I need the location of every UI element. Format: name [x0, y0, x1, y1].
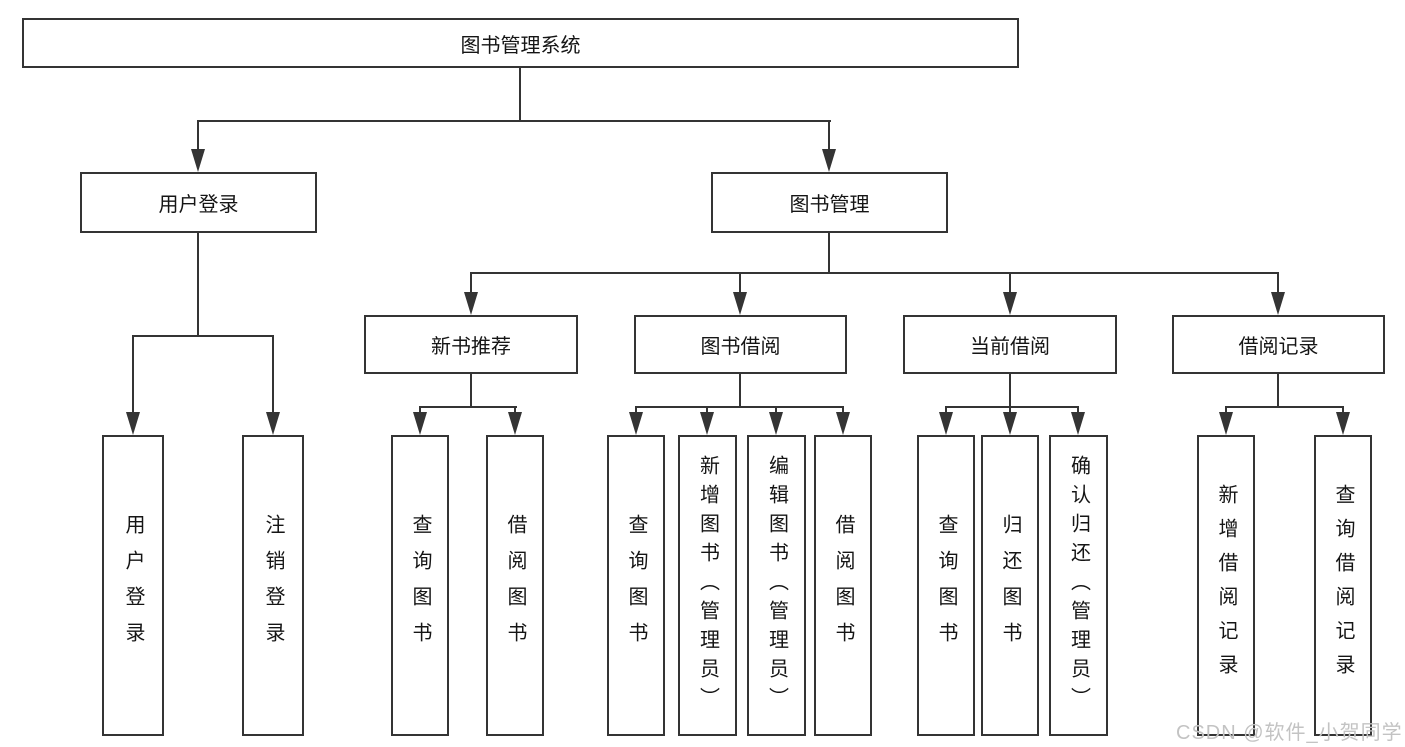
connector-root-trunk — [519, 68, 521, 120]
leaf-query-borrow-record-label: 查询借阅记录 — [1332, 483, 1354, 688]
connector-userlogin-stub — [272, 335, 274, 414]
connector-records-stub — [1342, 406, 1344, 414]
node-book-management: 图书管理 — [711, 172, 948, 233]
arrow-down-icon — [1071, 412, 1085, 435]
leaf-borrow-books-label: 借阅图书 — [832, 513, 854, 658]
arrow-down-icon — [769, 412, 783, 435]
leaf-edit-books-admin-label: 编辑图书（管理员） — [765, 455, 788, 716]
node-borrow-records: 借阅记录 — [1172, 315, 1385, 374]
leaf-add-books-admin: 新增图书（管理员） — [678, 435, 737, 736]
connector-bookmgmt-stub — [739, 272, 741, 294]
leaf-add-books-admin-label: 新增图书（管理员） — [696, 455, 719, 716]
leaf-borrow-books-recommend: 借阅图书 — [486, 435, 544, 736]
arrow-down-icon — [939, 412, 953, 435]
node-book-management-label: 图书管理 — [789, 194, 870, 216]
arrow-down-icon — [1219, 412, 1233, 435]
connector-newbook-trunk — [470, 374, 472, 406]
connector-borrow-bar — [635, 406, 844, 408]
leaf-add-borrow-record-label: 新增借阅记录 — [1215, 483, 1237, 688]
connector-root-stub-right — [828, 120, 830, 151]
leaf-borrow-books-recommend-label: 借阅图书 — [504, 513, 526, 658]
arrow-down-icon — [1003, 412, 1017, 435]
connector-userlogin-trunk — [197, 233, 199, 335]
node-user-login: 用户登录 — [80, 172, 317, 233]
node-book-borrow-label: 图书借阅 — [700, 336, 781, 358]
arrow-down-icon — [1336, 412, 1350, 435]
connector-borrow-stub — [706, 406, 708, 414]
node-borrow-records-label: 借阅记录 — [1238, 336, 1319, 358]
arrow-down-icon — [1003, 292, 1017, 315]
connector-newbook-stub — [419, 406, 421, 414]
arrow-down-icon — [266, 412, 280, 435]
connector-current-trunk — [1009, 374, 1011, 406]
arrow-down-icon — [1271, 292, 1285, 315]
leaf-query-books-recommend: 查询图书 — [391, 435, 449, 736]
arrow-down-icon — [508, 412, 522, 435]
connector-borrow-trunk — [739, 374, 741, 406]
connector-records-trunk — [1277, 374, 1279, 406]
arrow-down-icon — [413, 412, 427, 435]
connector-current-stub — [1077, 406, 1079, 414]
connector-userlogin-bar — [132, 335, 274, 337]
arrow-down-icon — [700, 412, 714, 435]
leaf-return-books: 归还图书 — [981, 435, 1039, 736]
node-current-borrow: 当前借阅 — [903, 315, 1117, 374]
connector-bookmgmt-stub — [1277, 272, 1279, 294]
node-current-borrow-label: 当前借阅 — [970, 336, 1050, 358]
arrow-down-icon — [822, 149, 836, 172]
node-new-book-recommend: 新书推荐 — [364, 315, 578, 374]
connector-current-stub — [945, 406, 947, 414]
leaf-confirm-return-admin-label: 确认归还（管理员） — [1067, 455, 1090, 716]
leaf-borrow-books: 借阅图书 — [814, 435, 872, 736]
connector-userlogin-stub — [132, 335, 134, 414]
leaf-edit-books-admin: 编辑图书（管理员） — [747, 435, 806, 736]
connector-borrow-stub — [635, 406, 637, 414]
connector-root-bar — [198, 120, 831, 122]
connector-current-bar — [945, 406, 1079, 408]
arrow-down-icon — [733, 292, 747, 315]
node-library-system: 图书管理系统 — [22, 18, 1019, 68]
leaf-return-books-label: 归还图书 — [999, 513, 1021, 658]
leaf-add-borrow-record: 新增借阅记录 — [1197, 435, 1255, 736]
connector-records-bar — [1225, 406, 1344, 408]
connector-current-stub — [1009, 406, 1011, 414]
connector-records-stub — [1225, 406, 1227, 414]
connector-newbook-bar — [419, 406, 517, 408]
node-new-book-recommend-label: 新书推荐 — [431, 336, 511, 358]
arrow-down-icon — [629, 412, 643, 435]
arrow-down-icon — [464, 292, 478, 315]
arrow-down-icon — [126, 412, 140, 435]
arrow-down-icon — [836, 412, 850, 435]
connector-bookmgmt-stub — [1009, 272, 1011, 294]
node-library-system-label: 图书管理系统 — [460, 34, 581, 57]
leaf-confirm-return-admin: 确认归还（管理员） — [1049, 435, 1108, 736]
node-user-login-label: 用户登录 — [158, 194, 239, 216]
leaf-query-books-current: 查询图书 — [917, 435, 975, 736]
leaf-logout: 注销登录 — [242, 435, 304, 736]
leaf-user-login-label: 用户登录 — [122, 513, 144, 658]
connector-bookmgmt-bar — [470, 272, 1279, 274]
connector-borrow-stub — [775, 406, 777, 414]
connector-newbook-stub — [514, 406, 516, 414]
leaf-user-login: 用户登录 — [102, 435, 164, 736]
leaf-query-borrow-record: 查询借阅记录 — [1314, 435, 1372, 736]
connector-root-stub-left — [197, 120, 199, 151]
csdn-watermark: CSDN @软件_小贺同学 — [1176, 722, 1403, 744]
leaf-query-books-borrow: 查询图书 — [607, 435, 665, 736]
connector-borrow-stub — [842, 406, 844, 414]
arrow-down-icon — [191, 149, 205, 172]
leaf-query-books-borrow-label: 查询图书 — [625, 513, 647, 658]
leaf-query-books-current-label: 查询图书 — [935, 513, 957, 658]
connector-bookmgmt-trunk — [828, 233, 830, 272]
node-book-borrow: 图书借阅 — [634, 315, 847, 374]
leaf-logout-label: 注销登录 — [262, 513, 284, 658]
connector-bookmgmt-stub — [470, 272, 472, 294]
leaf-query-books-recommend-label: 查询图书 — [409, 513, 431, 658]
